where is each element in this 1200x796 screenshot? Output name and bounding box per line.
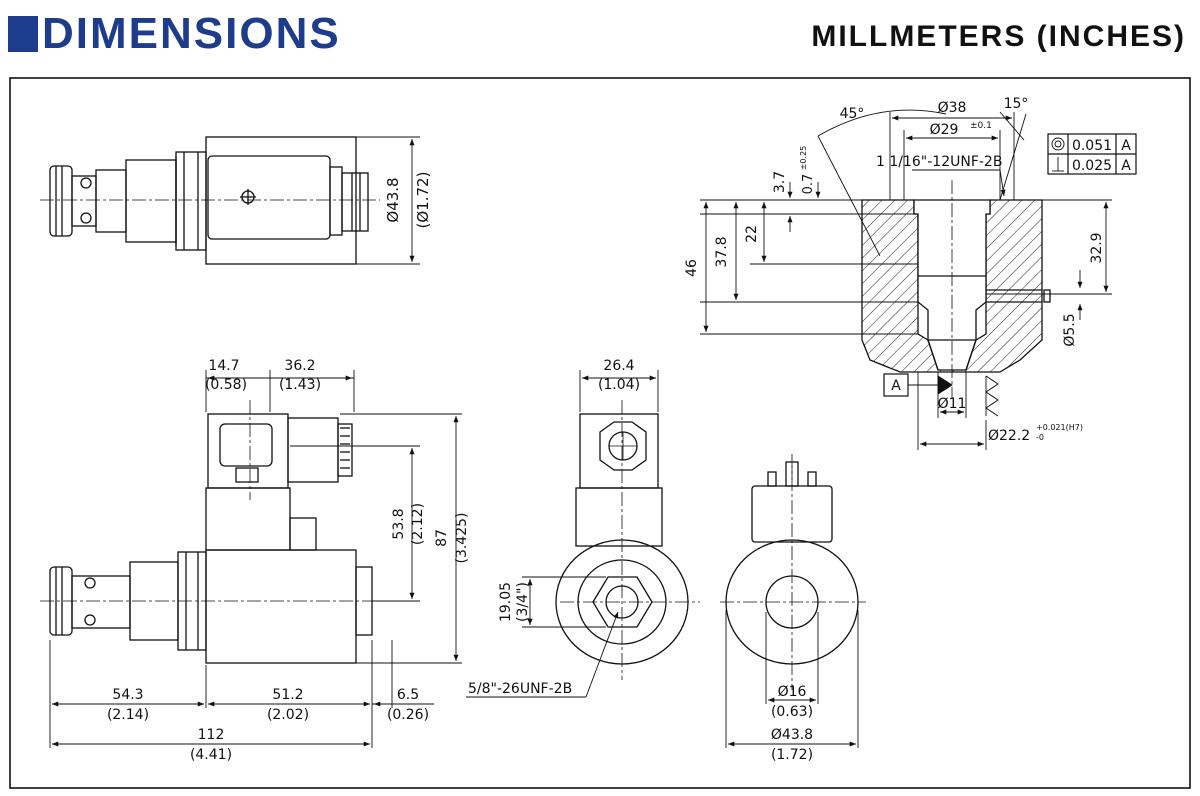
coil-view [720, 454, 866, 748]
side-h2-mm: 87 [434, 529, 450, 547]
header-title-block: DIMENSIONS [8, 9, 341, 58]
side-total-mm: 112 [198, 727, 225, 743]
drawing-frame [9, 77, 1191, 789]
tol1-datum: A [1121, 138, 1131, 154]
side-l3-in: (0.26) [387, 707, 429, 723]
cavity-d-22: 22 [744, 225, 760, 243]
side-total-in: (4.41) [190, 747, 232, 763]
cavity-d-3-7: 3.7 [772, 171, 788, 193]
title-square-icon [8, 16, 38, 52]
cavity-d-0-7: 0.7 [801, 174, 816, 195]
cavity-dia-22-2-tol-lo: -0 [1036, 433, 1044, 442]
cavity-d-32-9: 32.9 [1089, 232, 1105, 263]
front-h-mm: 19.05 [498, 582, 514, 622]
side-l3-mm: 6.5 [397, 687, 419, 703]
side-d2-mm: 36.2 [284, 358, 315, 374]
top-view [40, 136, 420, 265]
cavity-dimensions [700, 109, 1137, 450]
cavity-angle-left: 45° [840, 106, 865, 122]
side-h2-in: (3.425) [454, 512, 470, 563]
side-h1-mm: 53.8 [391, 508, 407, 539]
cavity-dia-22-2-tol: +0.021(H7) [1036, 423, 1083, 432]
cavity-dia-38: Ø38 [938, 100, 967, 116]
datum-a-label: A [891, 378, 901, 394]
coil-bore-in: (0.63) [771, 704, 813, 720]
cavity-d-37-8: 37.8 [714, 236, 730, 267]
side-d2-in: (1.43) [279, 377, 321, 393]
cavity-thread: 1 1/16"-12UNF-2B [876, 154, 1002, 170]
cavity-dia-11: Ø11 [938, 396, 967, 412]
cavity-dia-22-2: Ø22.2 [988, 428, 1030, 444]
front-h-in: (3/4") [515, 582, 531, 622]
front-thread: 5/8"-26UNF-2B [468, 681, 572, 697]
cavity-dia-29-tol: ±0.1 [970, 121, 992, 131]
coil-bore-mm: Ø16 [778, 684, 807, 700]
coil-od-mm: Ø43.8 [771, 727, 813, 743]
front-w-mm: 26.4 [603, 358, 634, 374]
front-w-in: (1.04) [598, 377, 640, 393]
cavity-d-5-5: Ø5.5 [1062, 313, 1078, 346]
cavity-d-46: 46 [684, 259, 700, 277]
top-dia-mm: Ø43.8 [384, 177, 402, 222]
side-d1-in: (0.58) [205, 377, 247, 393]
tol2-datum: A [1121, 158, 1131, 174]
units-label: MILLMETERS (INCHES) [811, 20, 1186, 53]
top-dia-in: (Ø1.72) [414, 172, 432, 229]
cavity-section [861, 180, 1051, 398]
tol2-value: 0.025 [1072, 158, 1112, 174]
side-h1-in: (2.12) [410, 503, 426, 545]
side-view [40, 370, 462, 748]
cavity-dia-29: Ø29 [930, 122, 959, 138]
side-l1-mm: 54.3 [112, 687, 143, 703]
coil-od-in: (1.72) [771, 747, 813, 763]
page-title: DIMENSIONS [42, 9, 341, 58]
side-l2-in: (2.02) [267, 707, 309, 723]
tol1-value: 0.051 [1072, 138, 1112, 154]
side-d1-mm: 14.7 [208, 358, 239, 374]
cavity-d-0-7-tol: ±0.25 [799, 146, 808, 171]
cavity-angle-right: 15° [1004, 96, 1029, 112]
side-l2-mm: 51.2 [272, 687, 303, 703]
front-view [466, 370, 700, 698]
side-l1-in: (2.14) [107, 707, 149, 723]
